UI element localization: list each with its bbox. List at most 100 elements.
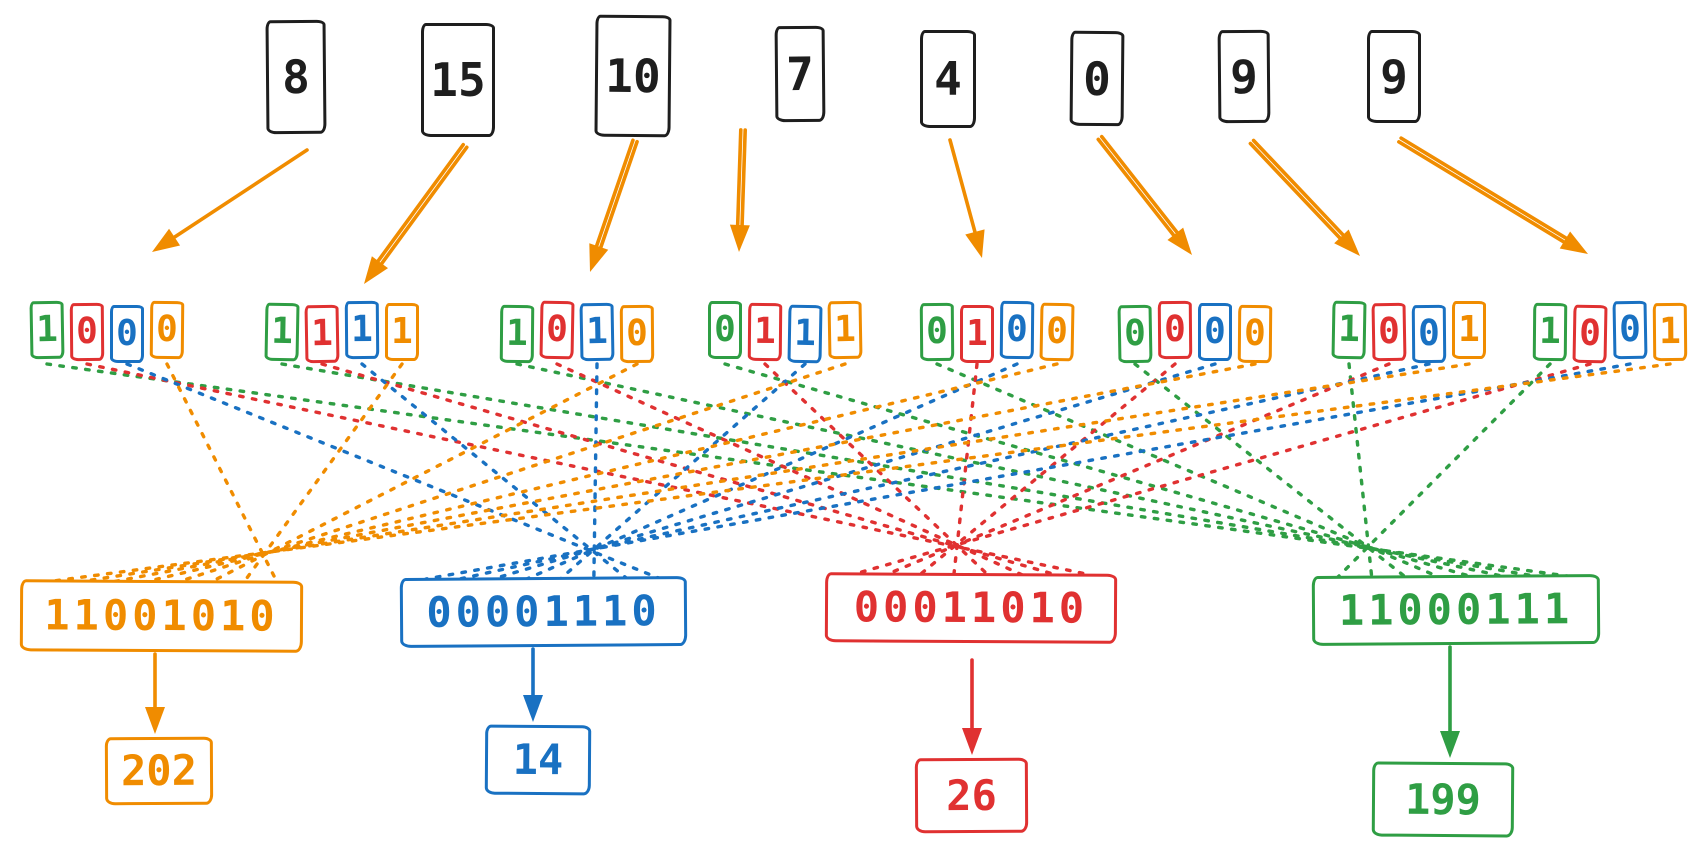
bit-cell: 1 (344, 300, 380, 360)
byte-value-box: 00001110 (399, 575, 688, 649)
input-number-box-label: 7 (785, 46, 815, 102)
bit-wire (77, 362, 1471, 584)
bit-cell: 0 (708, 301, 742, 359)
bit-wire (849, 362, 1592, 577)
bit-cell-label: 1 (1658, 310, 1682, 353)
bit-wire (320, 362, 1059, 577)
bit-cell: 0 (1237, 304, 1273, 364)
byte-value-box-label: 00001110 (426, 586, 661, 637)
bit-wire (1336, 362, 1552, 579)
bit-cell: 0 (919, 302, 955, 362)
input-number-box: 7 (774, 25, 826, 123)
arrow-shaft (1251, 138, 1347, 239)
arrow-head-icon (364, 256, 389, 284)
bit-cell: 1 (827, 300, 863, 360)
decimal-value-box-label: 202 (120, 745, 198, 796)
arrow-shaft (735, 128, 743, 230)
bit-wire (85, 362, 1093, 577)
bit-cell-label: 0 (1045, 310, 1069, 353)
bit-cell-label: 1 (753, 310, 777, 353)
decimal-value-box: 202 (104, 736, 214, 806)
bit-cell: 0 (539, 300, 575, 360)
bit-cell-label: 1 (350, 308, 374, 351)
bit-wire (763, 362, 990, 577)
bit-wire (952, 362, 979, 577)
arrow-shaft (374, 142, 466, 266)
bit-wire (1133, 362, 1408, 579)
byte-value-box: 11000111 (1311, 573, 1601, 647)
arrow-shaft (1397, 140, 1569, 246)
arrow-shaft (740, 128, 747, 230)
bit-cell: 1 (1532, 302, 1568, 362)
arrow-head-icon (1334, 229, 1360, 256)
bit-cell-label: 0 (1163, 308, 1187, 351)
bit-wire (360, 362, 630, 581)
decimal-value-box-label: 14 (512, 734, 564, 785)
arrow-shaft (948, 138, 978, 237)
input-number-box: 4 (920, 30, 976, 128)
bit-cell-label: 1 (310, 312, 334, 355)
bit-cell-label: 0 (1377, 310, 1401, 353)
input-number-box-label: 0 (1082, 51, 1112, 106)
bit-cell: 1 (499, 304, 535, 364)
arrow-head-icon (1440, 731, 1460, 758)
arrow-head-icon (962, 728, 982, 755)
bit-cell-label: 0 (116, 313, 138, 354)
bit-cell-label: 0 (714, 309, 736, 350)
arrow-shaft (1099, 134, 1181, 237)
bit-cell-label: 0 (1243, 312, 1267, 355)
decimal-value-box-label: 26 (946, 770, 997, 820)
bit-wire (935, 362, 1441, 579)
bit-cell-label: 1 (1458, 309, 1480, 350)
bit-cell: 1 (1652, 302, 1688, 362)
arrow-head-icon (152, 228, 181, 252)
arrow-shaft (593, 138, 635, 251)
bit-wire (176, 362, 847, 584)
decimal-value-box: 199 (1371, 761, 1515, 838)
bit-cell: 1 (385, 303, 419, 361)
input-number-box: 0 (1069, 30, 1125, 127)
bit-cell: 0 (1039, 302, 1075, 362)
bit-cell: 0 (110, 305, 144, 363)
arrow-head-icon (589, 243, 609, 272)
bit-cell: 1 (304, 304, 340, 364)
arrow-head-icon (523, 695, 543, 722)
bit-wire (209, 362, 639, 584)
bit-cell-label: 0 (545, 308, 569, 351)
input-number-box: 9 (1217, 29, 1271, 124)
byte-value-box-label: 11001010 (44, 590, 279, 641)
arrow-head-icon (1167, 227, 1192, 255)
byte-value-box-label: 11000111 (1338, 584, 1574, 635)
input-number-box-label: 4 (934, 52, 962, 106)
bit-cell-label: 0 (75, 310, 99, 353)
input-number-box: 8 (265, 19, 327, 135)
arrow-head-icon (965, 229, 985, 258)
bit-cell: 0 (1371, 302, 1407, 362)
bit-wire (165, 362, 279, 584)
bit-cell-label: 1 (833, 308, 857, 351)
input-number-box-label: 9 (1380, 49, 1408, 104)
bit-wire (280, 362, 1542, 579)
bit-cell-label: 0 (155, 308, 179, 351)
bit-cell-label: 1 (1337, 308, 1361, 351)
bit-wire (917, 362, 1177, 577)
bit-cell: 0 (1411, 304, 1447, 364)
bit-wire (110, 362, 1257, 584)
arrow-head-icon (145, 707, 165, 734)
bit-cell: 1 (264, 302, 300, 362)
byte-value-box: 11001010 (19, 579, 304, 653)
bit-cell: 0 (999, 300, 1035, 360)
bit-cell-label: 0 (1123, 312, 1147, 355)
bit-cell-label: 0 (625, 312, 649, 355)
bit-wire (723, 362, 1475, 579)
bit-cell: 1 (29, 300, 65, 360)
bit-cell-label: 1 (505, 312, 529, 355)
arrow-shaft (1248, 141, 1344, 242)
bit-cell: 0 (1117, 304, 1153, 364)
decimal-value-box-label: 199 (1404, 774, 1482, 824)
arrow-shaft (1096, 137, 1178, 240)
bit-wire (515, 362, 1509, 579)
bit-cell: 1 (579, 302, 615, 362)
